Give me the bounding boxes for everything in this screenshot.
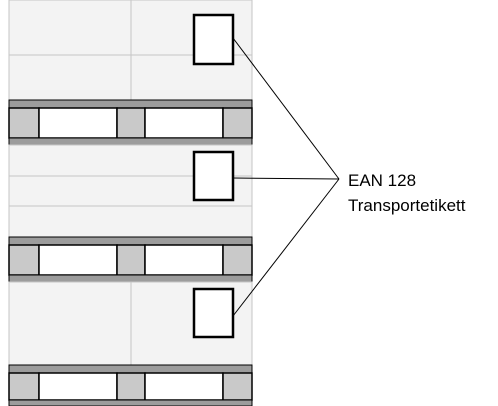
pallet-unit-1 [8,0,253,146]
pallet-base [8,364,253,406]
transport-label [192,287,235,339]
pallet-block [8,244,40,276]
callout-label-line1: EAN 128 [348,171,417,190]
pallet-unit-2 [8,144,253,283]
pallet-board [144,244,224,276]
callout-line-bottom [232,178,340,317]
transport-label [192,150,235,202]
pallet-board [38,372,118,401]
pallet-top-band [8,99,253,109]
pallet-block [8,107,40,139]
callout-label: EAN 128 Transportetikett [348,168,465,218]
pallet-board [144,372,224,401]
pallet-bottom-band [8,137,253,146]
pallet-block [116,244,146,276]
pallet-unit-3 [8,281,253,406]
pallet-block [8,372,40,401]
pallet-board [144,107,224,139]
callout-line-middle [232,177,340,180]
callout-line-top [232,37,340,180]
pallet-block [222,107,253,139]
pallet-bottom-band [8,274,253,283]
pallet-top-band [8,364,253,374]
callout-label-line2: Transportetikett [348,196,466,215]
pallet-base [8,99,253,146]
callout-lines [232,37,340,317]
pallet-bottom-band [8,399,253,406]
pallet-board [38,244,118,276]
pallet-board [38,107,118,139]
pallet-top-band [8,236,253,246]
pallet-block [116,107,146,139]
pallet-block [222,244,253,276]
pallet-base [8,236,253,283]
transport-label [192,13,235,66]
pallet-block [222,372,253,401]
pallet-block [116,372,146,401]
